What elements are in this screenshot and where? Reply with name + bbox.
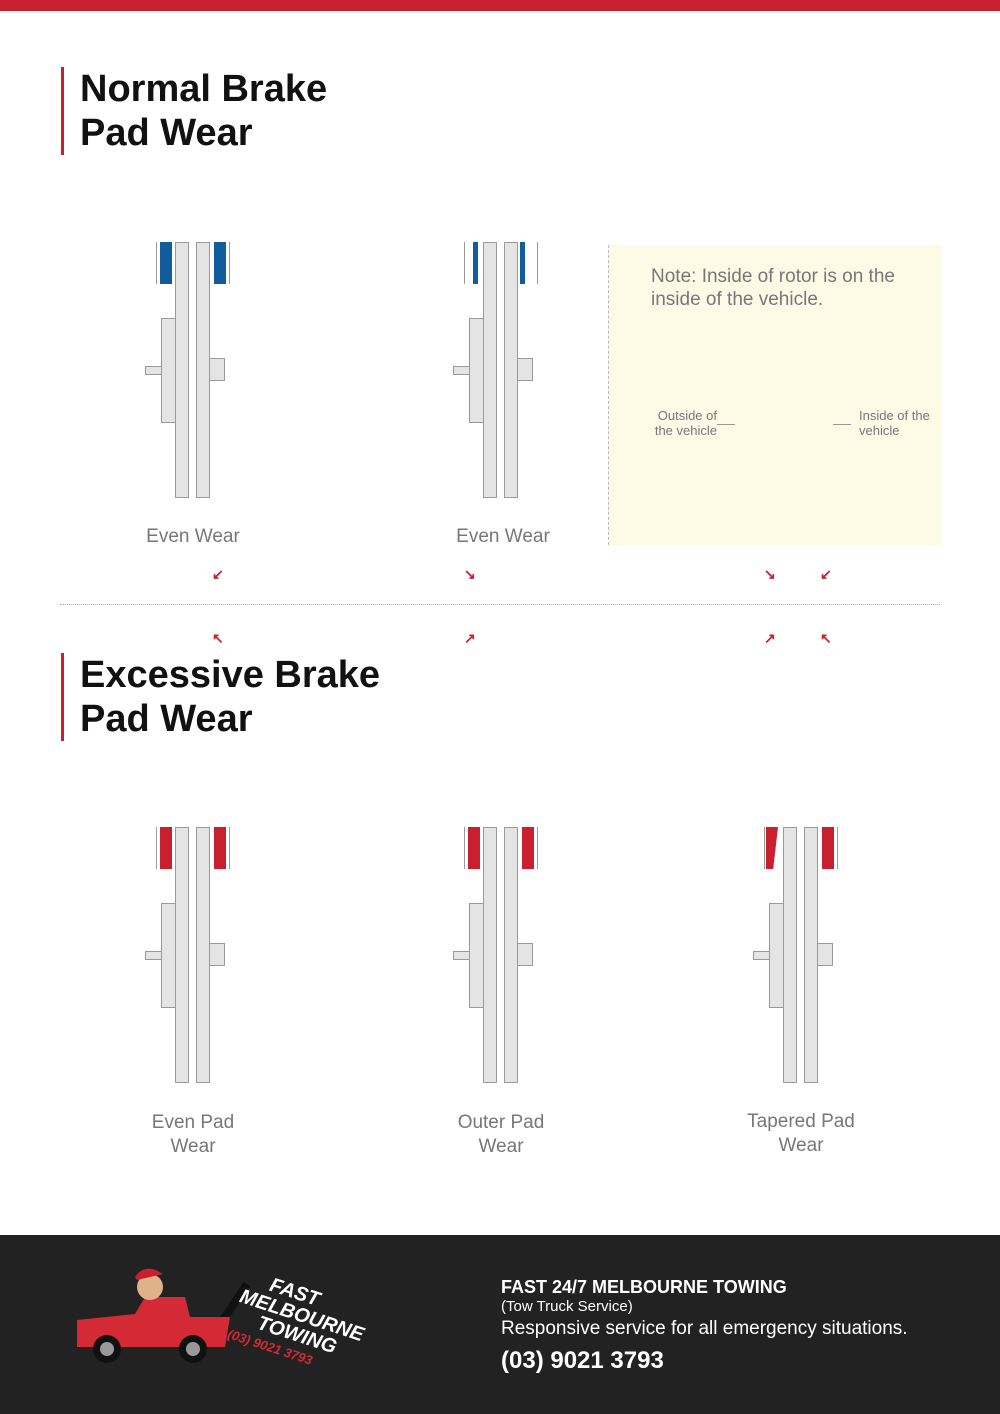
note-box: Note: Inside of rotor is on the inside o…: [608, 245, 941, 545]
hub-stub: [145, 366, 162, 375]
wear-arrow-icon: ↙: [212, 566, 224, 582]
rotor-plate: [196, 242, 210, 498]
hub-stub: [453, 951, 470, 960]
label-line: Even Pad: [151, 1112, 235, 1133]
rotor-plate: [504, 242, 518, 498]
note-text: Note: Inside of rotor is on the inside o…: [651, 266, 895, 310]
brake-pad: [822, 827, 834, 869]
rotor-plate: [175, 242, 189, 498]
brake-pad: [214, 827, 226, 869]
heading-line: Excessive Brake: [80, 654, 381, 696]
caliper-block: [817, 943, 833, 966]
hub: [161, 318, 176, 423]
pointer-line: [833, 424, 851, 425]
footer-subtitle: (Tow Truck Service): [501, 1298, 633, 1315]
pad-guide-line: [229, 242, 230, 284]
pad-guide-line: [229, 827, 230, 869]
pad-guide-line: [156, 242, 157, 284]
diagram-label: Even Wear: [146, 526, 240, 547]
top-accent-bar: [0, 0, 1000, 11]
section-heading-excessive: Excessive Brake Pad Wear: [61, 653, 380, 741]
caliper-block: [209, 358, 225, 381]
outside-vehicle-label: Outside of the vehicle: [654, 408, 717, 438]
section-divider: [60, 604, 940, 605]
brake-pad: [522, 827, 534, 869]
label-line: Outer Pad: [457, 1112, 545, 1133]
brake-pad: [160, 827, 172, 869]
rotor-plate: [483, 827, 497, 1083]
pad-guide-line: [837, 827, 838, 869]
wear-arrow-icon: ↘: [464, 566, 476, 582]
caliper-block: [517, 943, 533, 966]
footer-description: Responsive service for all emergency sit…: [501, 1318, 908, 1339]
brake-pad: [468, 827, 480, 869]
wear-arrow-icon: ↖: [212, 630, 224, 646]
pad-guide-line: [464, 242, 465, 284]
diagram-label: Even Wear: [456, 526, 550, 547]
pad-guide-line: [764, 827, 765, 869]
caliper-block: [209, 943, 225, 966]
hub-stub: [145, 951, 162, 960]
hub: [769, 903, 784, 1008]
wear-arrow-icon: ↖: [820, 630, 832, 646]
hub: [469, 318, 484, 423]
brake-pad: [160, 242, 172, 284]
wear-arrow-icon: ↙: [820, 566, 832, 582]
tow-truck-logo: FAST MELBOURNE TOWING (03) 9021 3793: [77, 1268, 367, 1368]
hub: [161, 903, 176, 1008]
label-line: Tapered Pad: [747, 1111, 855, 1132]
pad-guide-line: [156, 827, 157, 869]
inside-vehicle-label: Inside of the vehicle: [859, 408, 930, 438]
brake-pad: [766, 827, 778, 869]
pad-guide-line: [537, 827, 538, 869]
hub: [469, 903, 484, 1008]
pointer-line: [717, 424, 735, 425]
label-line: Wear: [170, 1136, 216, 1157]
hub-stub: [453, 366, 470, 375]
rotor-plate: [783, 827, 797, 1083]
section-heading-normal: Normal Brake Pad Wear: [61, 67, 327, 155]
hub-stub: [753, 951, 770, 960]
wear-arrow-icon: ↗: [764, 630, 776, 646]
heading-line: Pad Wear: [80, 698, 253, 740]
label-line: Wear: [478, 1136, 524, 1157]
rotor-plate: [196, 827, 210, 1083]
heading-line: Pad Wear: [80, 112, 253, 154]
heading-line: Normal Brake: [80, 68, 328, 110]
rotor-plate: [504, 827, 518, 1083]
brake-pad: [214, 242, 226, 284]
wear-arrow-icon: ↗: [464, 630, 476, 646]
pad-guide-line: [464, 827, 465, 869]
brake-pad: [520, 242, 525, 284]
brake-pad: [473, 242, 478, 284]
rotor-plate: [175, 827, 189, 1083]
pad-guide-line: [537, 242, 538, 284]
footer-title: FAST 24/7 MELBOURNE TOWING: [501, 1277, 787, 1297]
footer-phone[interactable]: (03) 9021 3793: [501, 1347, 664, 1374]
caliper-block: [517, 358, 533, 381]
label-line: Wear: [778, 1135, 824, 1156]
wear-arrow-icon: ↘: [764, 566, 776, 582]
rotor-plate: [804, 827, 818, 1083]
rotor-plate: [483, 242, 497, 498]
